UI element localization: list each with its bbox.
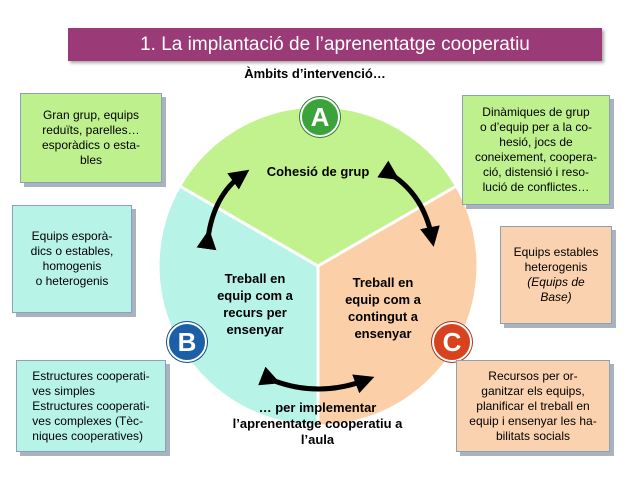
box-text-line: Equips estables [513,245,599,259]
box-group-formats: Gran grup, equips reduïts, parelles… esp… [20,93,162,183]
box-text-line: ves complexes (Tèc- [32,413,143,428]
footer-line: … per implementar [258,400,377,415]
segment-b-label: Treball en equip com a recurs per enseny… [200,270,310,338]
box-text-line: lució de conflictes… [482,180,590,194]
segment-c-label-line: contingut a [347,309,419,324]
box-team-resources: Recursos per or- ganitzar els equips, pl… [456,360,610,452]
box-text-line: o d’equip per a la co- [479,120,593,134]
box-text-line: ció, distensió i reso- [482,165,590,179]
box-text-line: ganitzar els equips, [481,383,585,398]
box-text-line: coneixement, coopera- [474,150,598,164]
box-text-line: heterogenis [524,260,588,274]
diagram-footer: … per implementar l’aprenentatge coopera… [195,400,440,448]
segment-a-label-line: Cohesió de grup [266,164,370,179]
box-team-types: Equips esporà- dics o estables, homogeni… [12,205,132,313]
box-base-teams: Equips estables heterogenis (Equips de B… [500,226,612,324]
footer-line: l’aula [300,432,335,447]
box-text-line: Base) [540,290,572,304]
box-cooperative-structures: Estructures cooperati- ves simples Estru… [16,360,166,452]
arrow-b-c [258,366,375,394]
box-text-line: Dinàmiques de grup [482,105,590,119]
box-text-line: Estructures cooperati- [32,368,150,383]
segment-a-badge: A [300,97,340,137]
box-text-line: Equips esporà- [31,229,113,243]
segment-c-label: Treball en equip com a contingut a ensen… [328,274,438,342]
box-text-line: Estructures cooperati- [32,398,150,413]
arrow-a-c [377,160,440,247]
box-group-dynamics: Dinàmiques de grup o d’equip per a la co… [462,95,610,205]
title-bar: 1. La implantació de l’aprenentatge coop… [68,28,602,61]
box-text-line: niques cooperatives) [32,428,144,443]
box-text-line: (Equips de [527,275,585,289]
box-text-line: o heterogenis [35,274,109,288]
page-title: 1. La implantació de l’aprenentatge coop… [140,33,530,55]
box-text-line: reduïts, parelles… [42,123,140,137]
box-text-line: Gran grup, equips [42,108,140,122]
footer-line: l’aprenentatge cooperatiu a [232,416,403,431]
box-text-line: homogenis [42,259,102,273]
segment-b-label-line: recurs per [223,305,287,320]
segment-b-label-line: equip com a [217,288,293,303]
segment-b-badge: B [167,322,207,362]
box-text-line: dics o estables, [30,244,114,258]
box-text-line: equip i ensenyar les ha- [469,413,597,428]
segment-c-label-line: ensenyar [354,326,412,341]
box-text-line: bles [79,153,102,167]
box-text-line: esporàdics o esta- [41,138,141,152]
box-text-line: Recursos per or- [488,368,578,383]
box-text-line: planificar el treball en [476,398,590,413]
segment-c-badge: C [432,322,472,362]
segment-c-label-line: Treball en [352,275,414,290]
box-text-line: hesió, jocs de [499,135,573,149]
box-text-line: bilitats socials [495,428,570,443]
segment-b-label-line: Treball en [224,271,286,286]
box-text-line: ves simples [32,383,95,398]
diagram-heading: Àmbits d’intervenció… [244,66,386,81]
segment-a-label: Cohesió de grup [250,163,386,180]
segment-b-label-line: ensenyar [226,322,284,337]
segment-c-label-line: equip com a [345,292,421,307]
arrow-a-b [196,169,250,251]
